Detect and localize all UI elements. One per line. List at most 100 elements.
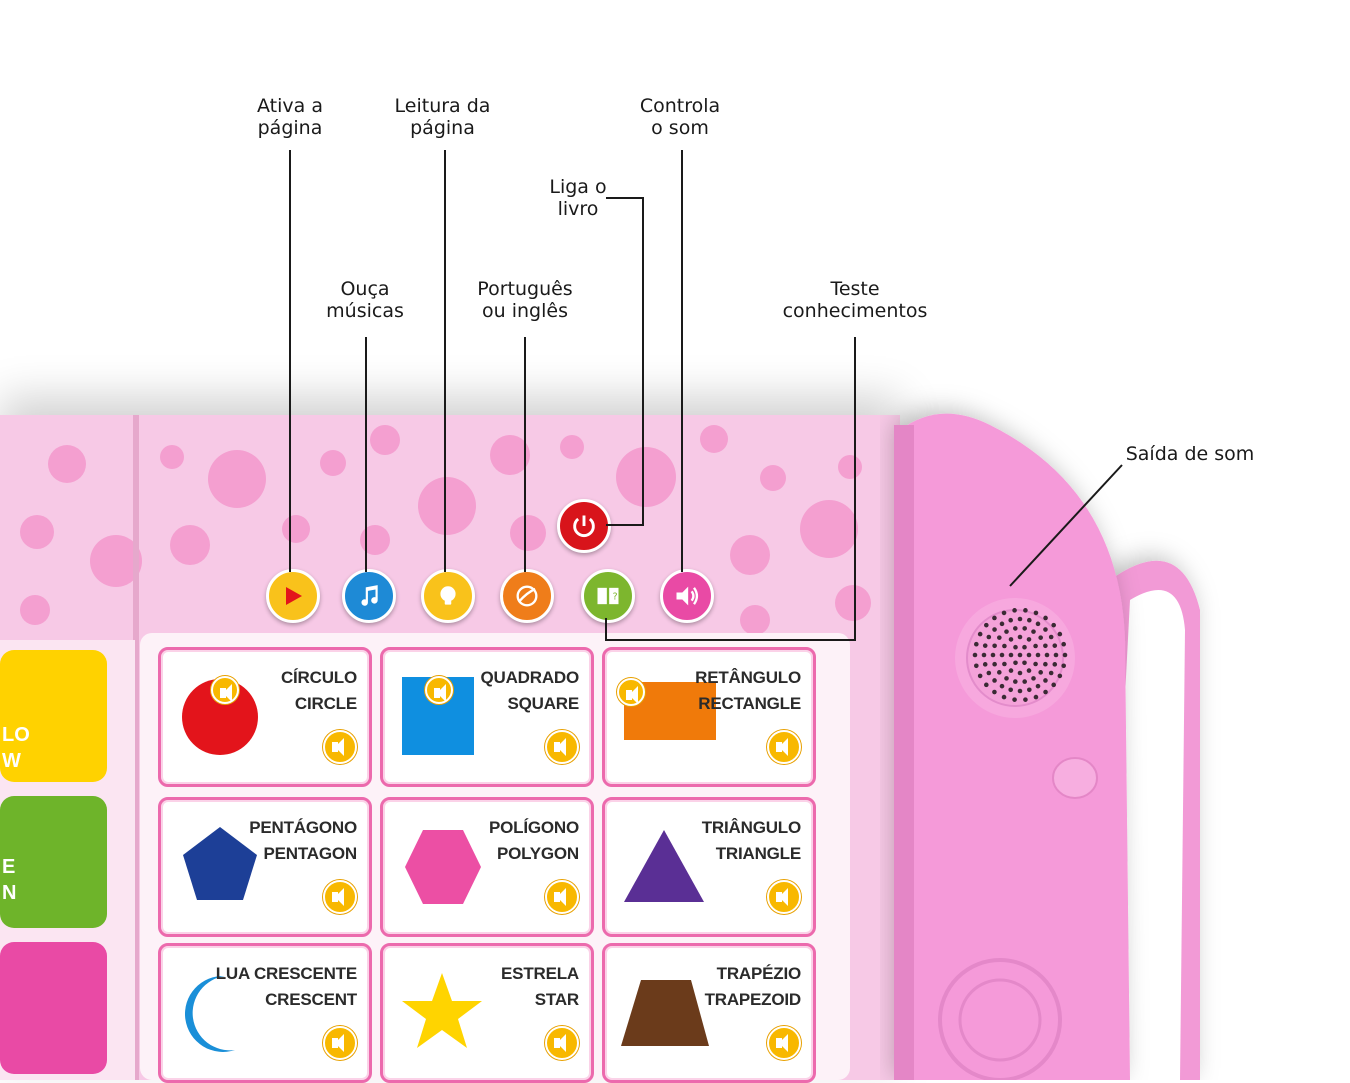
shape-card[interactable]: TRIÂNGULO TRIANGLE xyxy=(602,797,816,937)
callout-saida: Saída de som xyxy=(1125,443,1255,465)
pentagon-shape xyxy=(183,827,257,900)
grille-hole xyxy=(1061,641,1066,647)
grille-hole xyxy=(992,661,997,667)
grille-hole xyxy=(1033,694,1039,700)
grille-hole xyxy=(986,670,992,676)
shape-name-pt: ESTRELA xyxy=(501,964,579,983)
grille-hole xyxy=(1031,676,1036,681)
speaker-icon[interactable] xyxy=(767,880,801,914)
speaker-icon xyxy=(676,586,699,606)
grille-hole xyxy=(1043,627,1048,632)
speaker-icon[interactable] xyxy=(425,676,453,704)
shape-name-pt: PENTÁGONO xyxy=(249,818,357,837)
crescent-shape xyxy=(184,975,235,1052)
speaker-icon[interactable] xyxy=(211,676,239,704)
circle-shape xyxy=(182,679,258,755)
shape-name-en: TRIANGLE xyxy=(715,844,801,863)
left-tile-yellow[interactable]: LO W xyxy=(0,650,107,782)
grille-hole xyxy=(1008,617,1013,623)
grille-hole xyxy=(982,662,988,667)
grille-hole xyxy=(1026,652,1032,658)
shape-card[interactable]: ESTRELA STAR xyxy=(380,943,594,1083)
music-button[interactable] xyxy=(342,569,396,623)
quiz-button[interactable]: ? xyxy=(581,569,635,623)
speaker-icon[interactable] xyxy=(545,880,579,914)
grille-hole xyxy=(1035,621,1041,627)
grille-hole xyxy=(1023,697,1028,702)
grille-hole xyxy=(992,678,997,683)
grille-hole xyxy=(1048,634,1054,640)
grille-hole xyxy=(981,652,987,658)
left-tile-green[interactable]: E N xyxy=(0,796,107,928)
grille-hole xyxy=(1013,679,1018,684)
shape-name-pt: RETÂNGULO xyxy=(695,668,801,687)
speaker-icon[interactable] xyxy=(323,730,357,764)
shape-name-pt: TRIÂNGULO xyxy=(701,818,801,837)
grille-hole xyxy=(1043,678,1048,683)
speaker-icon[interactable] xyxy=(617,678,645,706)
shape-name-en: POLYGON xyxy=(496,844,579,863)
grille-hole xyxy=(974,663,979,669)
power-button[interactable] xyxy=(557,499,611,553)
shape-card[interactable]: RETÂNGULO RECTANGLE xyxy=(602,647,816,787)
grille-hole xyxy=(984,682,989,688)
grille-hole xyxy=(986,634,992,640)
left-page: LO W E N xyxy=(0,640,135,1080)
grille-hole xyxy=(1004,629,1009,634)
device-handle xyxy=(894,413,1200,1080)
language-button[interactable] xyxy=(500,569,554,623)
grille-hole xyxy=(1033,643,1038,649)
grille-hole xyxy=(1052,643,1058,648)
hexagon-shape xyxy=(405,830,481,904)
volume-button[interactable] xyxy=(660,569,714,623)
speaker-icon[interactable] xyxy=(323,1026,357,1060)
grille-hole xyxy=(1052,662,1058,667)
shape-name-en: STAR xyxy=(534,990,579,1009)
grille-hole xyxy=(1051,682,1056,688)
shape-card[interactable]: QUADRADO SQUARE xyxy=(380,647,594,787)
shape-name-en: CRESCENT xyxy=(265,990,357,1009)
grille-hole xyxy=(1057,673,1063,679)
grille-hole xyxy=(992,627,997,632)
read-page-button[interactable] xyxy=(421,569,475,623)
shape-name-en: SQUARE xyxy=(507,694,579,713)
grille-hole xyxy=(1043,615,1048,621)
shape-name-en: RECTANGLE xyxy=(698,694,801,713)
grille-hole xyxy=(1035,683,1041,689)
speaker-icon[interactable] xyxy=(767,730,801,764)
grille-hole xyxy=(1002,661,1007,667)
grille-hole xyxy=(1008,652,1014,658)
left-tile-pink[interactable] xyxy=(0,942,107,1074)
speaker-icon[interactable] xyxy=(545,1026,579,1060)
grille-hole xyxy=(1017,652,1023,658)
grille-hole xyxy=(1035,652,1041,658)
shape-name-pt: QUADRADO xyxy=(480,668,579,687)
grille-hole xyxy=(992,643,997,649)
tile-text: W xyxy=(2,750,21,772)
grille-hole xyxy=(1017,616,1023,622)
speaker-icon[interactable] xyxy=(767,1026,801,1060)
speaker-icon[interactable] xyxy=(545,730,579,764)
grille-hole xyxy=(1033,610,1039,616)
grille-hole xyxy=(1008,668,1014,673)
grille-hole xyxy=(1022,626,1027,631)
grille-hole xyxy=(982,643,988,648)
grille-hole xyxy=(1043,689,1048,695)
grille-hole xyxy=(1017,670,1023,676)
music-icon xyxy=(361,585,378,606)
grille-hole xyxy=(974,641,979,647)
grille-hole xyxy=(1022,644,1027,650)
speaker-icon[interactable] xyxy=(323,880,357,914)
play-button[interactable] xyxy=(266,569,320,623)
power-icon xyxy=(573,515,595,537)
shape-name-en: TRAPEZOID xyxy=(704,990,802,1009)
